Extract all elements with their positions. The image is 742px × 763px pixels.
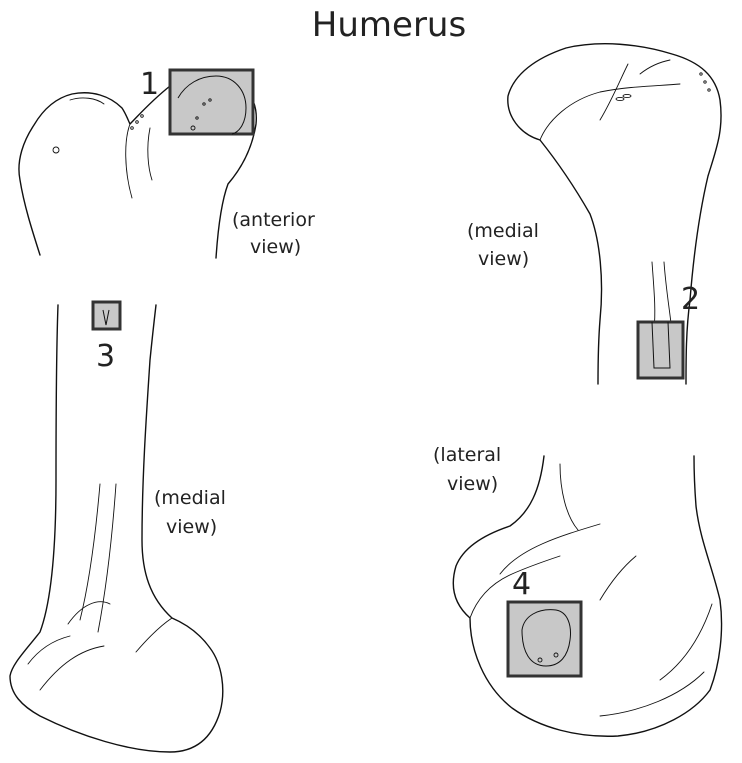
proximal-medial-outline [507, 43, 722, 385]
marker-label-2: 2 [681, 282, 700, 317]
marker-box-1 [168, 68, 255, 136]
distal-medial-view: 3 (medial view) [9, 300, 226, 753]
distal-lateral-outline [452, 455, 723, 737]
marker-label-1: 1 [140, 67, 159, 102]
medial-view-top-label-line1: (medial [467, 220, 539, 242]
marker-box-2 [636, 320, 685, 380]
anterior-view-label-line2: view) [250, 236, 301, 258]
anterior-view-label-line1: (anterior [232, 209, 315, 231]
figure-title: Humerus [312, 5, 466, 45]
lateral-view-label-line2: view) [447, 473, 498, 495]
distal-medial-outline [9, 304, 224, 753]
medial-view-left-label-line1: (medial [154, 487, 226, 509]
medial-view-left-label-line2: view) [166, 516, 217, 538]
proximal-medial-view: 2 (medial view) [467, 43, 722, 385]
marker-label-4: 4 [512, 567, 531, 602]
distal-lateral-view: 4 (lateral view) [433, 444, 723, 737]
proximal-anterior-view: 1 (anterior view) [18, 67, 315, 259]
marker-label-3: 3 [96, 339, 115, 374]
marker-box-4 [506, 600, 583, 678]
lateral-view-label-line1: (lateral [433, 444, 501, 466]
medial-view-top-label-line2: view) [478, 248, 529, 270]
